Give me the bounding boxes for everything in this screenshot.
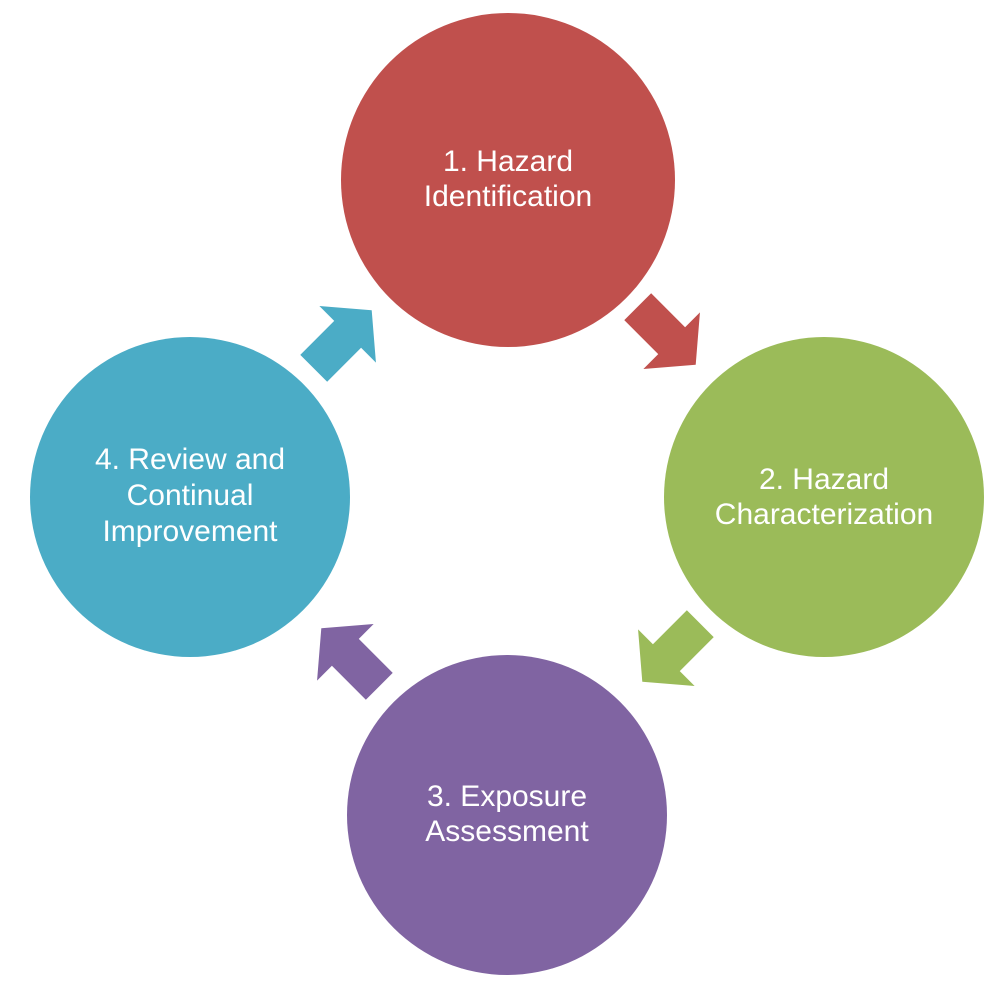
- node-exposure-assessment: 3. Exposure Assessment: [347, 655, 667, 975]
- node-circle: [664, 337, 984, 657]
- node-label-line: Assessment: [425, 815, 589, 848]
- node-label-line: 3. Exposure: [427, 780, 587, 813]
- node-hazard-identification: 1. Hazard Identification: [341, 13, 675, 347]
- node-label-line: 2. Hazard: [759, 463, 889, 496]
- arrow-shape: [624, 293, 700, 369]
- node-label-line: 1. Hazard: [443, 145, 573, 178]
- node-label-line: Improvement: [102, 515, 278, 548]
- node-circle: [341, 13, 675, 347]
- node-circle: [30, 337, 350, 657]
- node-circle: [347, 655, 667, 975]
- node-label-line: Continual: [127, 479, 254, 512]
- arrow-shape: [317, 624, 393, 700]
- node-hazard-characterization: 2. Hazard Characterization: [664, 337, 984, 657]
- cycle-arrow-3-to-4: [317, 624, 393, 700]
- node-label-line: Characterization: [715, 498, 933, 531]
- cycle-arrow-2-to-3: [638, 610, 714, 686]
- node-review-continual-improvement: 4. Review and Continual Improvement: [30, 337, 350, 657]
- node-label-line: Identification: [424, 180, 592, 213]
- cycle-arrow-4-to-1: [300, 306, 376, 382]
- arrow-shape: [638, 610, 714, 686]
- node-label-line: 4. Review and: [95, 443, 285, 476]
- cycle-arrow-1-to-2: [624, 293, 700, 369]
- arrow-shape: [300, 306, 376, 382]
